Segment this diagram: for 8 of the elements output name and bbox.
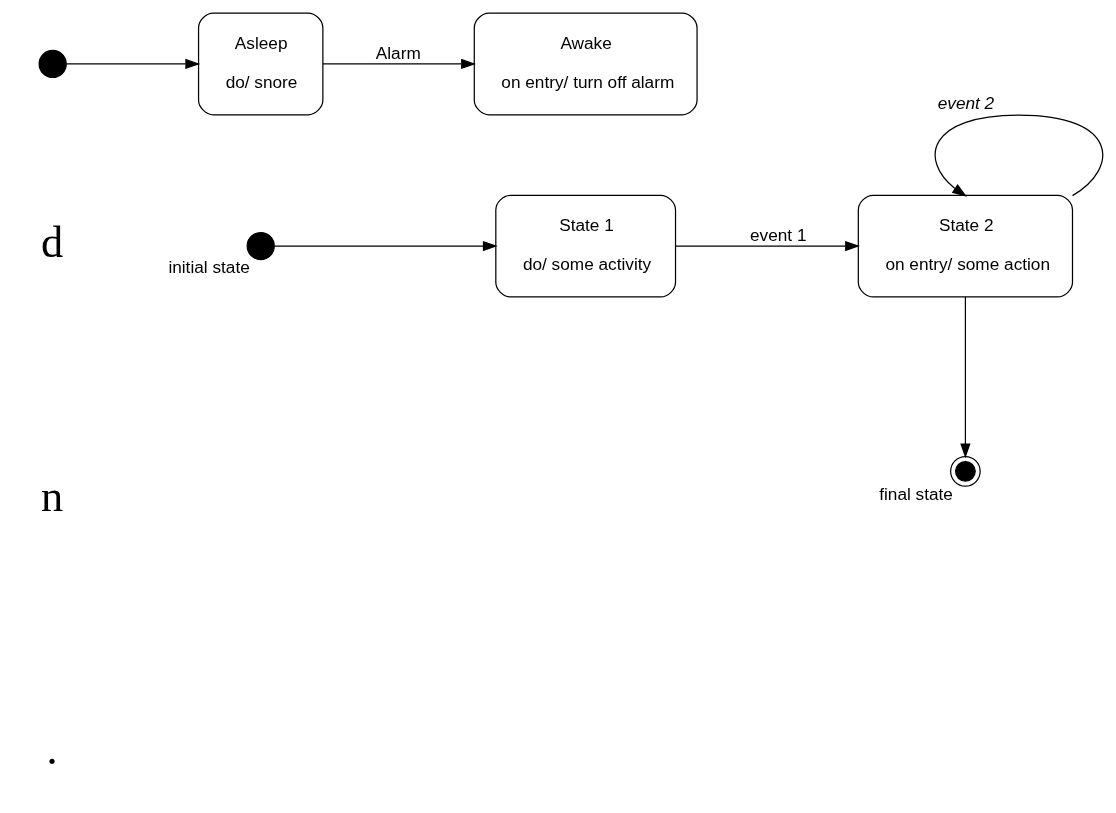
label: d: [40, 217, 63, 267]
edge-label: event 1: [749, 225, 806, 246]
label: n: [40, 471, 63, 521]
label: .: [46, 725, 58, 775]
node-label: final state: [878, 483, 953, 504]
node-label: initial state: [167, 257, 250, 278]
edge-label: Alarm: [375, 43, 421, 64]
edge-label: event 2: [937, 93, 994, 114]
